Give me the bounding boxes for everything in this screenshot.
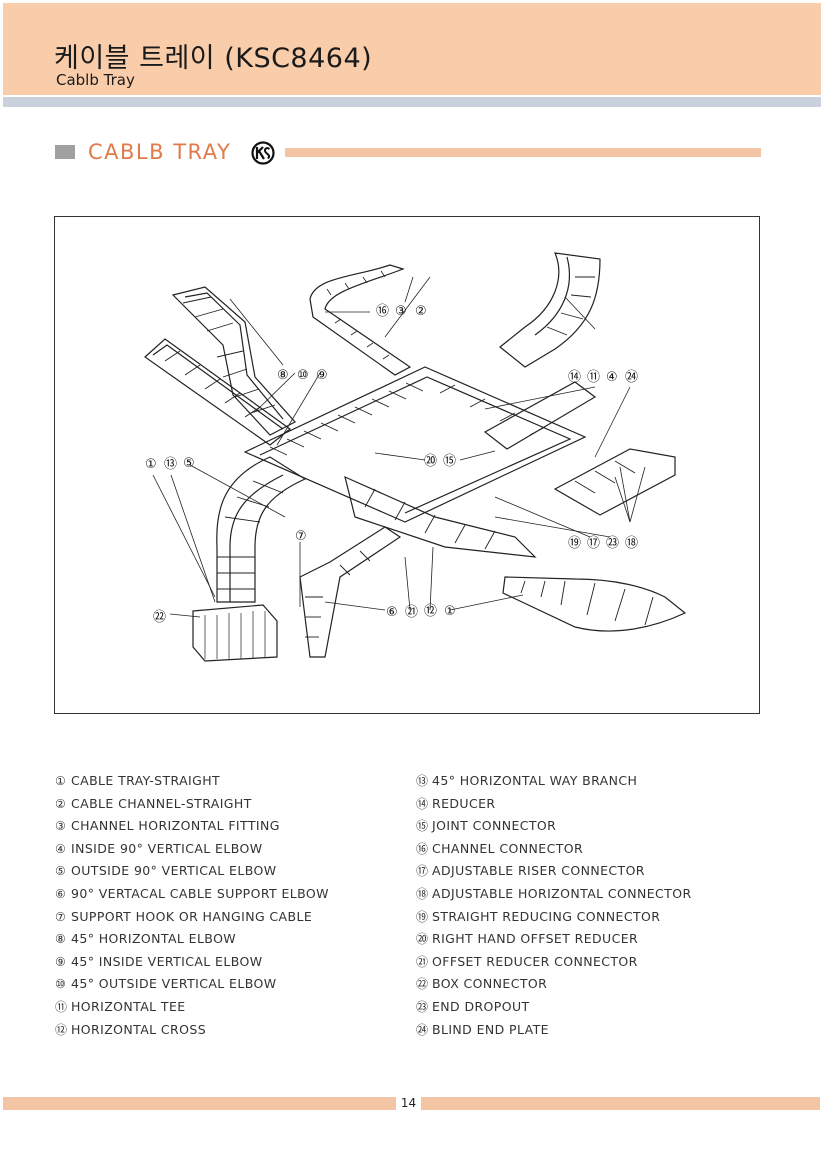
callout-6: ⑥ [386, 605, 398, 620]
callout-21: ㉑ [405, 605, 418, 620]
callout-4: ④ [606, 370, 618, 385]
callout-17: ⑰ [587, 536, 600, 551]
callout-18: ⑱ [625, 536, 638, 551]
callout-20: ⑳ [424, 454, 437, 469]
section-marker [55, 145, 75, 159]
cable-tray-diagram: ⑯ ③ ② ⑧ ⑩ ⑨ ⑭ ⑪ ④ ㉔ ① ⑬ ⑤ ⑳ ⑮ ⑲ ⑰ ㉓ ⑱ ⑦ … [54, 216, 760, 714]
callout-13: ⑬ [164, 457, 177, 472]
callout-1-lower: ① [444, 604, 456, 619]
callout-12: ⑫ [424, 604, 437, 619]
vertical-elbow-tray [216, 456, 307, 603]
page-number: 14 [400, 1096, 417, 1110]
page-subtitle: Cablb Tray [56, 71, 135, 89]
cable-channel [309, 264, 412, 376]
horizontal-tee-cross [344, 475, 537, 558]
box-connector [192, 604, 278, 662]
callout-15: ⑮ [443, 454, 456, 469]
cable-tray-illustration: ⑯ ③ ② ⑧ ⑩ ⑨ ⑭ ⑪ ④ ㉔ ① ⑬ ⑤ ⑳ ⑮ ⑲ ⑰ ㉓ ⑱ ⑦ … [144, 252, 687, 662]
callout-8: ⑧ [277, 368, 289, 383]
header-band [3, 3, 821, 95]
callout-1-upper: ① [145, 457, 157, 472]
callout-19: ⑲ [568, 536, 581, 551]
section-bar [285, 148, 761, 157]
footer-bar-left [3, 1097, 396, 1110]
main-tray [243, 366, 587, 523]
ks-certification-mark-icon [251, 141, 275, 165]
callout-24: ㉔ [625, 370, 638, 385]
callout-7: ⑦ [295, 529, 307, 544]
riser-elbow-tray [499, 252, 601, 368]
callout-5: ⑤ [183, 456, 195, 471]
page-title: 케이블 트레이 (KSC8464) [54, 43, 373, 74]
callout-9: ⑨ [316, 368, 328, 383]
footer-bar-right [421, 1097, 820, 1110]
callout-11: ⑪ [587, 370, 600, 385]
callout-10: ⑩ [297, 368, 309, 383]
callout-2: ② [415, 304, 427, 319]
callout-23: ㉓ [606, 536, 619, 551]
callout-22: ㉒ [153, 610, 166, 625]
vertical-support-elbow [299, 526, 402, 658]
left-horizontal-tray [144, 338, 291, 446]
callout-16: ⑯ [376, 304, 389, 319]
callout-14: ⑭ [568, 370, 581, 385]
upper-left-elbow-tray [171, 286, 296, 436]
lower-right-curved-tray [502, 576, 687, 632]
section-title: CABLB TRAY [88, 140, 232, 164]
right-tray-connectors [553, 448, 676, 516]
right-branch-tray [483, 381, 597, 450]
header-rule [3, 97, 821, 107]
callout-3: ③ [395, 304, 407, 319]
